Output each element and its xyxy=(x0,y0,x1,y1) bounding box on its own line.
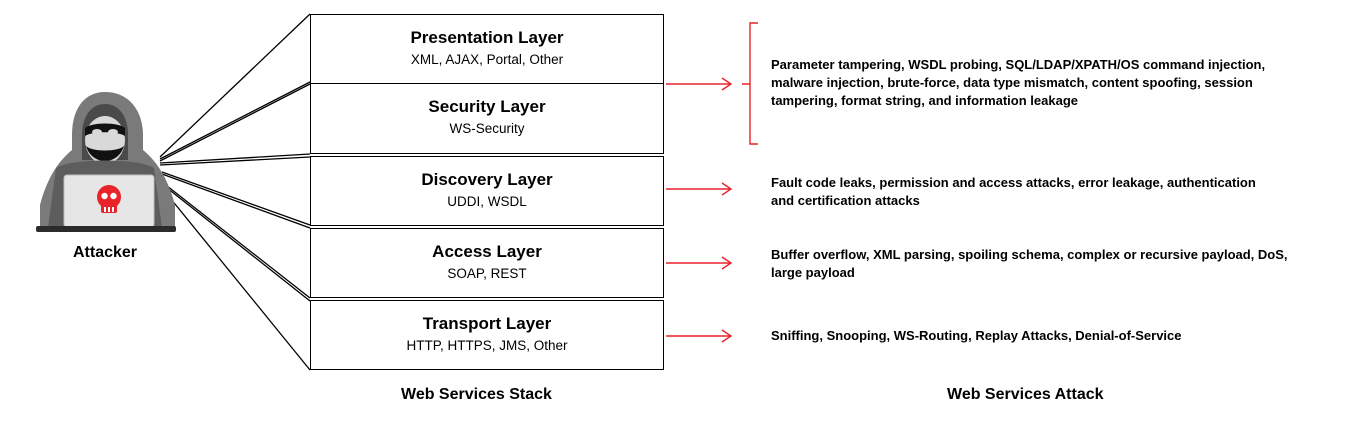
layer-protocols: HTTP, HTTPS, JMS, Other xyxy=(406,338,568,353)
connector-line-4 xyxy=(159,153,311,164)
attack-description-transport: Sniffing, Snooping, WS-Routing, Replay A… xyxy=(771,328,1182,343)
layer-presentation: Presentation Layer XML, AJAX, Portal, Ot… xyxy=(310,14,664,84)
attacker-label: Attacker xyxy=(73,244,138,261)
connector-lines xyxy=(159,13,311,371)
attack-description-discovery: Fault code leaks, permission and access … xyxy=(771,175,1256,208)
layer-protocols: XML, AJAX, Portal, Other xyxy=(410,52,564,67)
arrow-right-icon xyxy=(666,182,733,196)
layer-title: Access Layer xyxy=(432,242,542,261)
layer-discovery: Discovery Layer UDDI, WSDL xyxy=(310,156,664,226)
layer-protocols: SOAP, REST xyxy=(447,266,527,281)
attack-bracket xyxy=(742,22,758,145)
layer-access: Access Layer SOAP, REST xyxy=(310,228,664,298)
layer-title: Discovery Layer xyxy=(421,170,553,189)
arrow-right-icon xyxy=(666,329,733,343)
layer-title: Transport Layer xyxy=(422,314,552,333)
layer-protocols: WS-Security xyxy=(449,121,525,136)
connector-line-9 xyxy=(161,183,311,302)
connector-line-2 xyxy=(159,81,311,160)
layer-title: Presentation Layer xyxy=(410,28,564,47)
connector-line-6 xyxy=(161,171,311,226)
connector-line-3 xyxy=(159,83,311,162)
attack-description-presentation-security: Parameter tampering, WSDL probing, SQL/L… xyxy=(771,57,1266,108)
hooded-hacker-icon xyxy=(36,92,176,232)
skull-icon xyxy=(97,185,121,213)
attack-label: Web Services Attack xyxy=(947,386,1104,403)
attack-arrows xyxy=(666,77,733,343)
arrow-right-icon xyxy=(666,256,733,270)
connector-line-1 xyxy=(159,13,311,158)
layer-security: Security Layer WS-Security xyxy=(310,84,664,154)
connector-line-7 xyxy=(161,173,311,229)
connector-line-5 xyxy=(159,156,311,166)
layer-transport: Transport Layer HTTP, HTTPS, JMS, Other xyxy=(310,300,664,370)
connector-line-8 xyxy=(161,181,311,299)
connector-line-10 xyxy=(161,187,311,371)
layer-protocols: UDDI, WSDL xyxy=(447,194,527,209)
stack-label: Web Services Stack xyxy=(401,386,552,403)
arrow-right-icon xyxy=(666,77,733,91)
layer-title: Security Layer xyxy=(428,97,546,116)
attack-description-access: Buffer overflow, XML parsing, spoiling s… xyxy=(771,247,1288,280)
